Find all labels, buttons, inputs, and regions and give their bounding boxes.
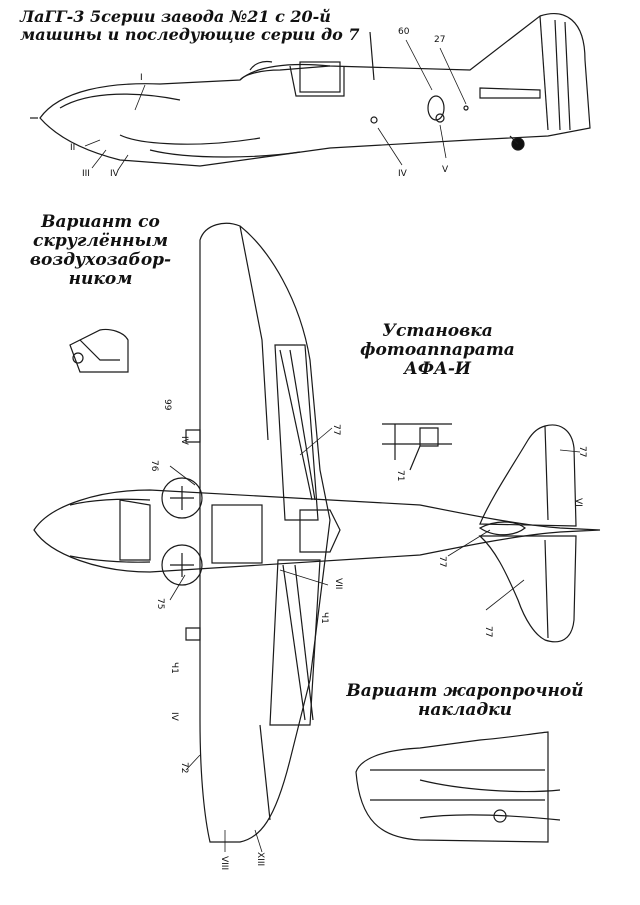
callout-plan-VIII: VIII <box>219 856 229 870</box>
callout-plan-XIII: XIII <box>255 852 265 866</box>
callout-75: 75 <box>155 598 165 609</box>
side-view-fuselage <box>30 13 591 167</box>
camera-install-caption-line-1: Установка <box>382 321 493 341</box>
callout-side-III: III <box>82 169 90 179</box>
callout-60: 60 <box>398 27 410 37</box>
callout-side-IV-a: IV <box>110 169 120 179</box>
round-intake-caption-line-1: Вариант со <box>41 212 160 232</box>
callout-27: 27 <box>434 35 445 45</box>
round-intake-caption-line-3: воздухозабор- <box>29 250 172 271</box>
round-intake-caption-line-2: скруглённым <box>33 231 168 252</box>
callout-72: 72 <box>179 762 189 773</box>
callout-99: 99 <box>162 399 172 411</box>
callout-77-tail-mid: 77 <box>437 556 447 567</box>
callout-plan-IV-top: IV <box>179 436 189 446</box>
plan-view-fuselage <box>33 429 601 641</box>
plan-view-wing <box>199 222 331 843</box>
round-intake-caption-line-4: ником <box>68 269 133 290</box>
callout-71: 71 <box>395 470 405 481</box>
round-intake-caption: Вариант со скруглённым воздухозабор- ник… <box>18 212 183 290</box>
sheet-title-line-1: ЛаГГ-3 5серии завода №21 с 20-й <box>20 7 331 26</box>
callout-ch1: Ч1 <box>319 612 329 624</box>
callout-plan-IV-bottom: IV <box>169 712 179 722</box>
callout-side-IV-b: IV <box>398 169 408 179</box>
heat-shield-caption: Вариант жаропрочной накладки <box>345 681 585 721</box>
heat-shield-inset <box>355 731 561 843</box>
camera-install-caption: Установка фотоаппарата АФА-И <box>335 321 540 380</box>
heat-shield-caption-line-2: накладки <box>417 700 513 721</box>
round-intake-inset <box>69 328 129 373</box>
camera-install-caption-line-3: АФА-И <box>404 359 471 380</box>
callout-plan-VII: VII <box>333 578 343 589</box>
callout-77-wing: 77 <box>331 424 341 435</box>
heat-shield-caption-line-1: Вариант жаропрочной <box>346 681 584 701</box>
callout-77-tail-top: 77 <box>577 446 587 457</box>
camera-inset <box>382 423 452 471</box>
callout-76: 76 <box>149 460 159 472</box>
callout-side-V: V <box>442 165 449 175</box>
callout-77-tail-bottom: 77 <box>483 626 493 637</box>
sheet-title-line-2: машины и последующие серии до 7 <box>20 24 360 44</box>
camera-install-caption-line-2: фотоаппарата <box>360 340 515 361</box>
callout-side-II: II <box>70 143 75 153</box>
callout-ch1-left: Ч1 <box>169 662 179 674</box>
callout-side-I: I <box>140 73 143 83</box>
sheet-title: ЛаГГ-3 5серии завода №21 с 20-й машины и… <box>20 8 360 44</box>
plan-view-tail <box>478 424 577 643</box>
callout-plan-VI: VI <box>573 498 583 507</box>
